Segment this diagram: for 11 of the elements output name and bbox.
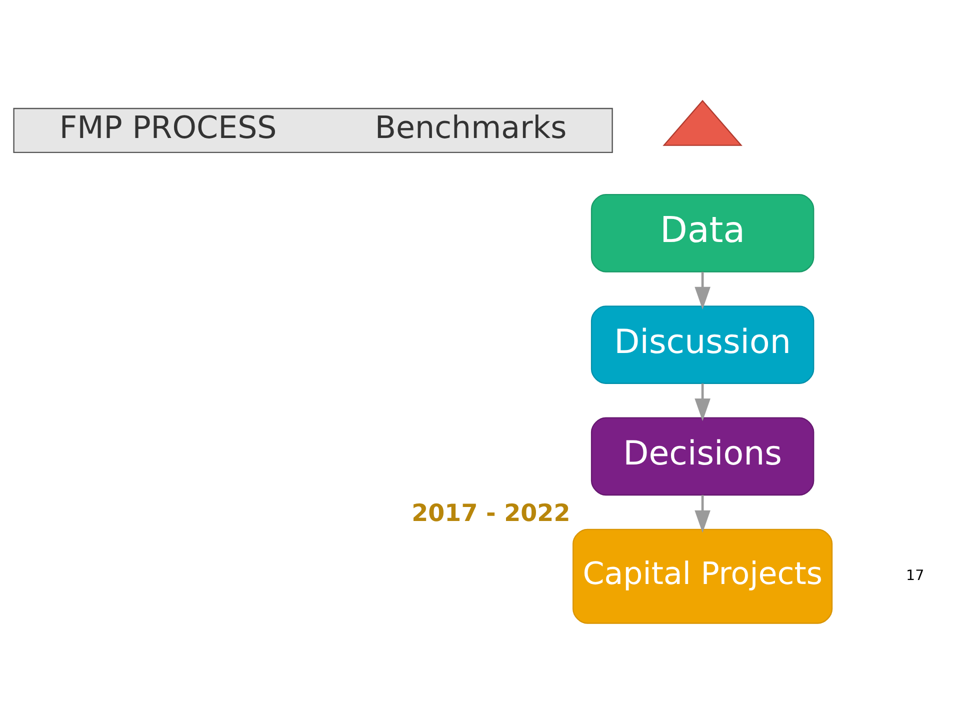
node-box: Decisions (590, 416, 814, 496)
node-box: Discussion (590, 305, 814, 384)
arrow (694, 383, 710, 421)
label: 17 (906, 568, 924, 584)
node-box: Data (590, 193, 814, 272)
node-box: FMP PROCESS Benchmarks (12, 107, 612, 152)
arrow (694, 271, 710, 310)
node-box: Capital Projects (572, 528, 832, 624)
node-triangle (662, 99, 742, 146)
node-label: 2017 - 2022 (411, 498, 570, 527)
arrow (694, 494, 710, 532)
